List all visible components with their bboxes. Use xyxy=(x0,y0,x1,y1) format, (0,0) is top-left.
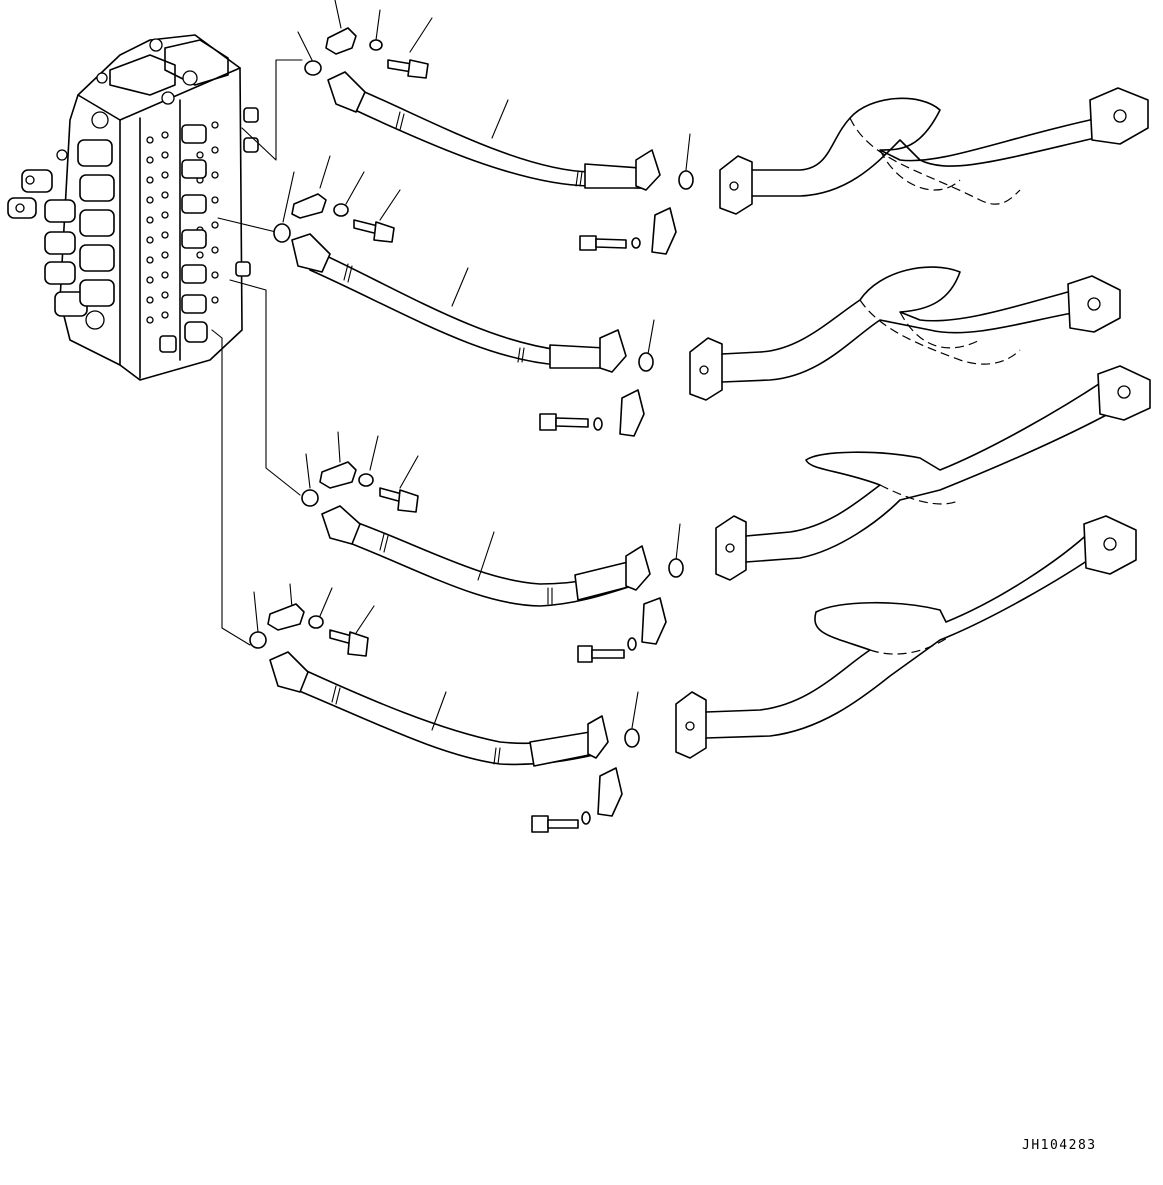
hose-line-1 xyxy=(297,0,1149,255)
bolt-icon xyxy=(353,219,395,243)
bolt-icon xyxy=(379,487,419,513)
washer-icon xyxy=(333,203,349,217)
hose-icon xyxy=(321,505,651,607)
bolt-icon xyxy=(577,645,625,663)
hose-line-4 xyxy=(249,515,1137,833)
o-ring-icon xyxy=(678,170,694,190)
washer-icon xyxy=(631,237,641,249)
hose-icon xyxy=(269,651,609,767)
hose-icon xyxy=(291,233,627,373)
drawing-code: JH104283 xyxy=(1022,1138,1097,1153)
washer-icon xyxy=(308,615,324,629)
split-flange-icon xyxy=(319,461,357,489)
split-flange-icon xyxy=(325,27,357,55)
o-ring-icon xyxy=(301,489,319,507)
split-flange-icon xyxy=(291,193,327,219)
split-flange-icon xyxy=(651,207,677,255)
bolt-icon xyxy=(531,815,579,833)
tube-icon xyxy=(675,515,1137,759)
valve-spool-caps xyxy=(7,111,115,330)
valve-leader-lines xyxy=(211,59,303,646)
control-valve-assembly xyxy=(7,34,259,381)
tube-icon xyxy=(719,87,1149,215)
o-ring-icon xyxy=(668,558,684,578)
hose-line-2 xyxy=(273,155,1121,437)
hose-icon xyxy=(327,71,661,191)
split-flange-icon xyxy=(267,603,305,631)
o-ring-icon xyxy=(249,631,267,649)
o-ring-icon xyxy=(304,60,322,76)
o-ring-icon xyxy=(273,223,291,243)
valve-outlet-ports xyxy=(159,107,259,353)
split-flange-icon xyxy=(641,597,667,645)
washer-icon xyxy=(627,637,637,651)
washer-icon xyxy=(358,473,374,487)
bolt-icon xyxy=(387,59,429,79)
split-flange-icon xyxy=(597,767,623,817)
washer-icon xyxy=(593,417,603,431)
hose-line-3 xyxy=(301,365,1151,663)
split-flange-icon xyxy=(619,389,645,437)
o-ring-icon xyxy=(638,352,654,372)
washer-icon xyxy=(581,811,591,825)
bolt-icon xyxy=(329,629,369,657)
o-ring-icon xyxy=(624,728,640,748)
tube-icon xyxy=(689,266,1121,401)
washer-icon xyxy=(369,39,383,51)
bolt-icon xyxy=(579,235,627,251)
bolt-icon xyxy=(539,413,589,431)
tube-icon xyxy=(715,365,1151,581)
